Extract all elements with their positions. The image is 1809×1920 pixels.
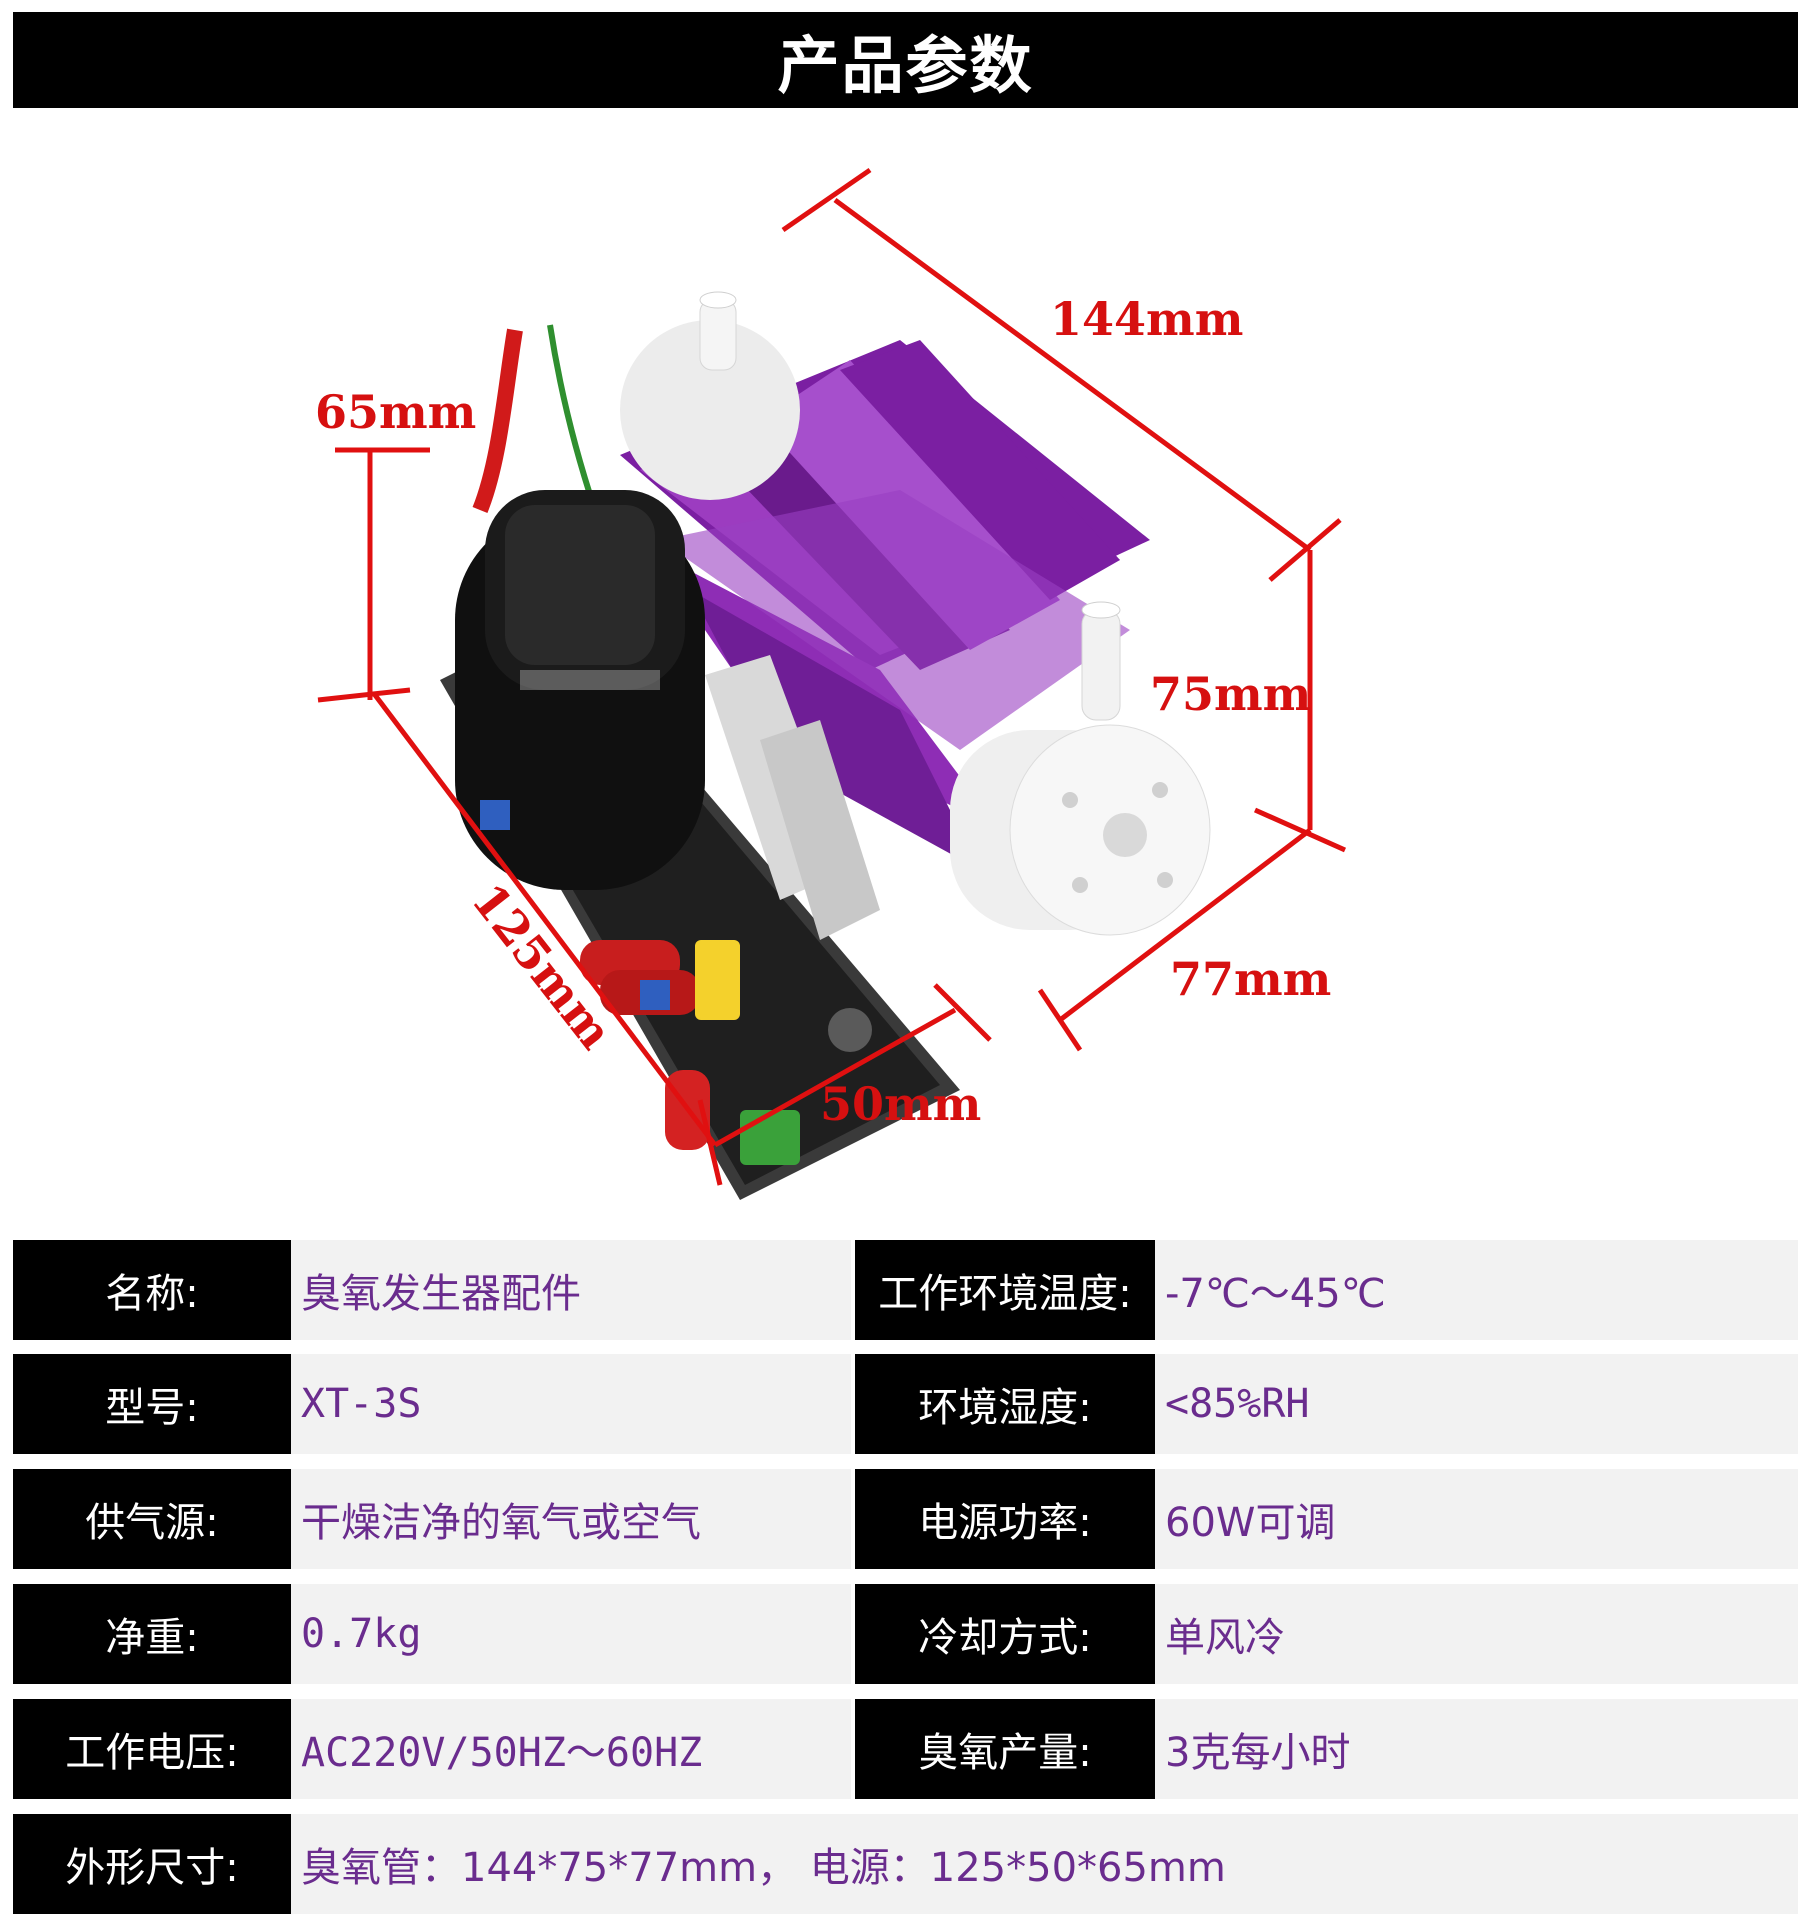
spec-label-power: 电源功率: (855, 1469, 1155, 1569)
spec-label-dimensions: 外形尺寸: (13, 1814, 291, 1914)
spec-label-operating-temp: 工作环境温度: (855, 1240, 1155, 1340)
dim-label-77: 77mm (1170, 952, 1331, 1006)
spec-value-dimensions: 臭氧管：144*75*77mm， 电源：125*50*65mm (291, 1814, 1798, 1914)
spec-row-size: 外形尺寸: 臭氧管：144*75*77mm， 电源：125*50*65mm (13, 1814, 1798, 1914)
spec-value-name: 臭氧发生器配件 (291, 1240, 851, 1340)
dim-tick-77-end (1037, 988, 1083, 1052)
spec-row-4: 净重: 0.7kg 冷却方式: 单风冷 (13, 1584, 1798, 1684)
spec-label-net-weight: 净重: (13, 1584, 291, 1684)
dimension-lines (317, 167, 1347, 1186)
spec-label-gas-source: 供气源: (13, 1469, 291, 1569)
spec-row-2: 型号: XT-3S 环境湿度: <85%RH (13, 1354, 1798, 1454)
spec-value-power: 60W可调 (1155, 1469, 1798, 1569)
dim-tick-144-end (1268, 518, 1342, 582)
spec-value-operating-temp: -7℃～45℃ (1155, 1240, 1798, 1340)
spec-row-3: 供气源: 干燥洁净的氧气或空气 电源功率: 60W可调 (13, 1469, 1798, 1569)
dim-label-65: 65mm (315, 385, 476, 439)
ceramic-end-cap-left (620, 291, 800, 500)
spec-value-model: XT-3S (291, 1354, 851, 1454)
spec-row-5: 工作电压: AC220V/50HZ～60HZ 臭氧产量: 3克每小时 (13, 1699, 1798, 1799)
spec-value-net-weight: 0.7kg (291, 1584, 851, 1684)
spec-label-humidity: 环境湿度: (855, 1354, 1155, 1454)
spec-value-ozone-output: 3克每小时 (1155, 1699, 1798, 1799)
spec-value-humidity: <85%RH (1155, 1354, 1798, 1454)
red-wire (472, 328, 523, 513)
dim-line-50 (713, 1007, 957, 1148)
dim-tick-125-end (697, 1099, 723, 1186)
power-board (440, 490, 960, 1200)
dim-tick-144-start (781, 167, 872, 233)
ceramic-end-cap-right (950, 601, 1211, 936)
spec-label-cooling: 冷却方式: (855, 1584, 1155, 1684)
dim-tick-65-bottom (317, 687, 411, 703)
page-title: 产品参数 (777, 29, 1034, 102)
dim-label-75: 75mm (1150, 667, 1311, 721)
dim-tick-50-end (933, 983, 992, 1042)
dim-tick-75-end (1253, 807, 1347, 853)
green-wire (547, 324, 598, 511)
dim-label-50: 50mm (820, 1077, 981, 1131)
dim-line-77 (1058, 828, 1312, 1022)
spec-row-1: 名称: 臭氧发生器配件 工作环境温度: -7℃～45℃ (13, 1240, 1798, 1340)
dim-label-144: 144mm (1050, 292, 1243, 346)
spec-label-name: 名称: (13, 1240, 291, 1340)
spec-label-voltage: 工作电压: (13, 1699, 291, 1799)
spec-value-cooling: 单风冷 (1155, 1584, 1798, 1684)
dim-line-125 (373, 693, 717, 1147)
spec-value-voltage: AC220V/50HZ～60HZ (291, 1699, 851, 1799)
dim-line-144 (833, 197, 1312, 553)
spec-label-ozone-output: 臭氧产量: (855, 1699, 1155, 1799)
header-bar: 产品参数 (13, 12, 1798, 108)
product-image: 144mm 75mm 77mm 65mm 50mm 125mm (0, 110, 1809, 1235)
spec-label-model: 型号: (13, 1354, 291, 1454)
spec-value-gas-source: 干燥洁净的氧气或空气 (291, 1469, 851, 1569)
